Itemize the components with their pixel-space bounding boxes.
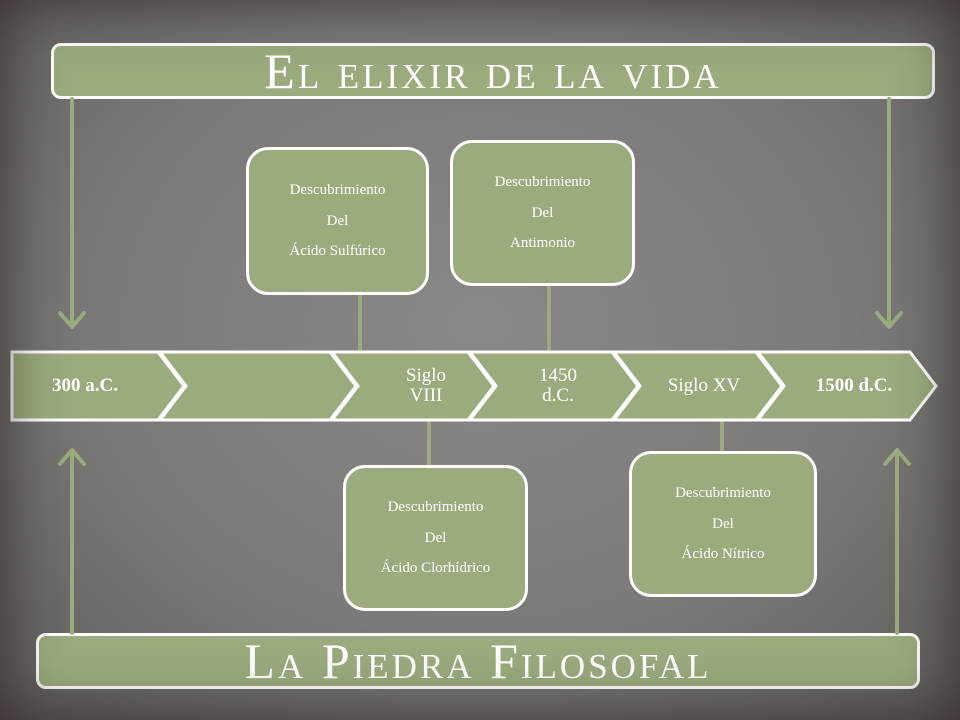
connector-sulfurico — [358, 292, 362, 352]
arrow-up-right-head — [883, 448, 911, 466]
connector-clorhidrico — [427, 420, 431, 468]
event-line: Del — [531, 204, 554, 221]
event-line: Descubrimiento — [289, 181, 386, 198]
timeline-step-6: 1500 d.C. — [756, 350, 938, 422]
title-banner-top: El elixir de la vida — [51, 43, 935, 99]
chevron-shape — [756, 350, 938, 422]
event-line: Del — [712, 515, 734, 532]
event-line: Descubrimiento — [494, 173, 591, 190]
timeline-label-4: 1450 d.C. — [539, 365, 577, 406]
event-line: Descubrimiento — [387, 498, 484, 515]
timeline-step-4: 1450 d.C. — [468, 350, 640, 422]
arrow-up-left-head — [58, 448, 86, 466]
event-line: Ácido Nítrico — [681, 546, 765, 563]
title-banner-bottom: La Piedra Filosofal — [36, 633, 920, 689]
event-line: Antimonio — [509, 235, 575, 252]
event-acido-sulfurico: Descubrimiento Del Ácido Sulfúrico — [246, 147, 429, 295]
chevron-shape — [10, 350, 186, 422]
event-acido-clorhidrico: Descubrimiento Del Ácido Clorhídrico — [343, 465, 528, 611]
timeline-label-1: 300 a.C. — [52, 375, 118, 397]
chevron-shape — [158, 350, 358, 422]
event-antimonio: Descubrimiento Del Antimonio — [450, 140, 635, 286]
event-line: Del — [326, 212, 349, 229]
event-line: Del — [424, 529, 447, 546]
event-line: Descubrimiento — [675, 484, 771, 501]
timeline-label-6: 1500 d.C. — [815, 375, 893, 397]
event-line: Ácido Clorhídrico — [380, 560, 491, 577]
connector-antimonio — [547, 283, 551, 353]
chevron-shape — [468, 350, 640, 422]
connector-nitrico — [720, 420, 724, 454]
timeline-label-5: Siglo XV — [667, 375, 741, 397]
chevron-shape — [330, 350, 496, 422]
title-top-text: El elixir de la vida — [264, 43, 722, 99]
timeline-step-3: Siglo VIII — [330, 350, 496, 422]
chevron-shape — [612, 350, 784, 422]
arrow-down-left-head — [58, 311, 86, 329]
title-bottom-text: La Piedra Filosofal — [244, 633, 712, 689]
event-line: Ácido Sulfúrico — [289, 243, 386, 260]
timeline-label-3: Siglo VIII — [405, 365, 447, 406]
timeline-step-5: Siglo XV — [612, 350, 784, 422]
event-acido-nitrico: Descubrimiento Del Ácido Nítrico — [629, 451, 817, 597]
timeline-step-2 — [158, 350, 358, 422]
timeline-step-1: 300 a.C. — [10, 350, 186, 422]
arrow-down-right-head — [875, 311, 903, 329]
